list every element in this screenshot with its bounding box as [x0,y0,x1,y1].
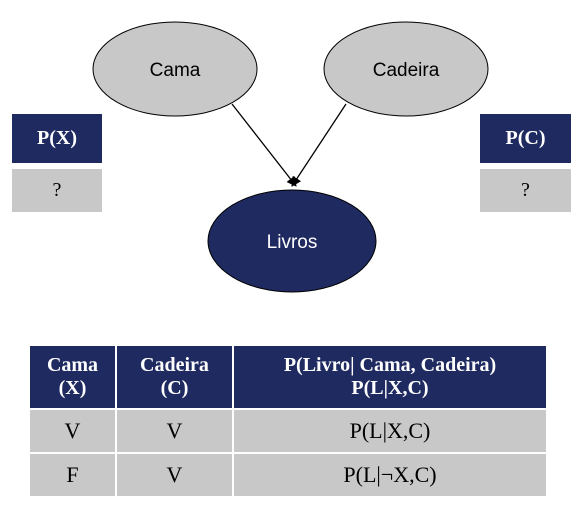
cpt-header-cadeira-line1: Cadeira [140,354,209,376]
cpt-cell-cama: F [28,452,117,498]
conditional-probability-table: Cama(X) Cadeira(C) P(Livro| Cama, Cadeir… [28,344,548,498]
edge-cama-livros [231,103,297,187]
cpt-header-row: Cama(X) Cadeira(C) P(Livro| Cama, Cadeir… [28,344,548,410]
prior-c-value: ? [480,169,571,212]
cpt-cell-cadeira: V [115,452,234,498]
cpt-header-cadeira: Cadeira(C) [115,344,234,410]
prior-c-header: P(C) [480,114,571,163]
node-cadeira[interactable] [323,21,489,117]
node-livros-label: Livros [267,232,318,253]
cpt-cell-cadeira: V [115,408,234,454]
cpt-header-cadeira-line2: (C) [160,377,189,399]
node-livros[interactable] [207,189,377,293]
prior-x-value: ? [12,169,102,212]
cpt-header-cama-line2: (X) [58,377,87,399]
cpt-cell-probability: P(L|X,C) [232,408,548,454]
cpt-header-probability-line1: P(Livro| Cama, Cadeira) [283,354,497,376]
cpt-cell-probability: P(L|¬X,C) [232,452,548,498]
node-cama-label: Cama [150,60,201,81]
table-row: V V P(L|X,C) [28,408,548,454]
cpt-header-probability: P(Livro| Cama, Cadeira)P(L|X,C) [232,344,548,410]
table-row: F V P(L|¬X,C) [28,452,548,498]
prior-x-header: P(X) [12,114,102,163]
node-cama[interactable] [92,21,258,117]
cpt-header-cama-line1: Cama [46,354,99,376]
edge-cadeira-livros [291,103,347,187]
cpt-cell-cama: V [28,408,117,454]
cpt-header-probability-line2: P(L|X,C) [351,377,429,399]
cpt-header-cama: Cama(X) [28,344,117,410]
node-cadeira-label: Cadeira [373,60,440,81]
